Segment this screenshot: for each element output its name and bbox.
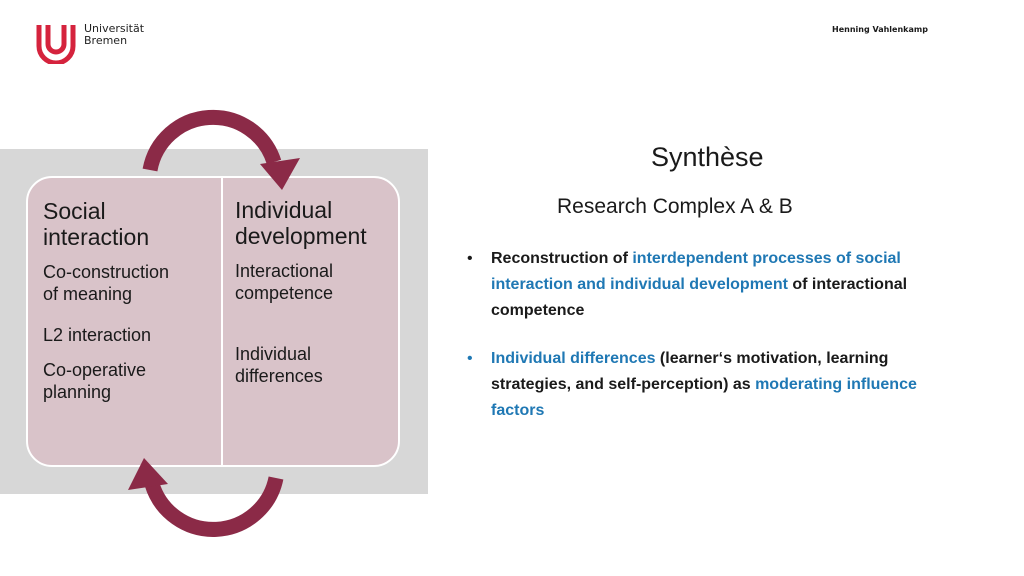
bullet-item: • Individual differences (learner‘s moti… <box>467 346 967 424</box>
right-item: Interactional competence <box>235 260 333 304</box>
university-logo: Universität Bremen <box>36 22 144 64</box>
left-item-line: Co-operative <box>43 360 147 380</box>
right-heading-line: development <box>235 223 367 249</box>
diagram-card <box>26 176 400 467</box>
presenter-name: Henning Vahlenkamp <box>832 25 928 34</box>
right-item-line: Individual <box>235 344 312 364</box>
bullet-segment: (learner‘s motivation, learning strategi… <box>491 350 889 393</box>
diagram-divider <box>221 178 223 466</box>
right-item-line: competence <box>235 283 334 303</box>
left-item: Co-operative planning <box>43 359 146 403</box>
bullet-text: Reconstruction of interdependent process… <box>491 246 967 324</box>
right-heading-line: Individual <box>235 197 333 223</box>
bullet-list: • Reconstruction of interdependent proce… <box>467 246 967 424</box>
slide-title: Synthèse <box>651 142 764 172</box>
right-item-line: Interactional <box>235 261 334 281</box>
left-heading-line: interaction <box>43 224 150 250</box>
left-item-line: Co-construction <box>43 262 170 282</box>
bullet-text: Individual differences (learner‘s motiva… <box>491 346 967 424</box>
bullet-highlight: Individual differences <box>491 350 656 367</box>
left-heading-line: Social <box>43 198 106 224</box>
top-curved-arrow-icon <box>142 109 300 190</box>
left-item: Co-construction of meaning <box>43 261 169 305</box>
bullet-dot: • <box>467 350 473 367</box>
bullet-segment: Reconstruction of <box>491 250 633 267</box>
left-column-heading: Social interaction <box>43 198 149 250</box>
bullet-highlight: moderating influence factors <box>491 376 917 419</box>
logo-line-2: Bremen <box>84 34 128 47</box>
left-item-line: of meaning <box>43 284 133 304</box>
bullet-item: • Reconstruction of interdependent proce… <box>467 246 967 324</box>
right-column-heading: Individual development <box>235 197 367 249</box>
left-item-line: planning <box>43 382 112 402</box>
right-item: Individual differences <box>235 343 323 387</box>
slide-subtitle: Research Complex A & B <box>557 195 793 218</box>
bullet-dot: • <box>467 250 473 267</box>
bullet-highlight: interdependent processes of social inter… <box>491 250 901 293</box>
left-item-line: L2 interaction <box>43 325 152 345</box>
cycle-arrows <box>128 109 300 537</box>
left-item: L2 interaction <box>43 324 151 346</box>
logo-line-1: Universität <box>84 22 145 35</box>
bullet-segment: of interactional competence <box>491 276 908 319</box>
bottom-curved-arrow-icon <box>128 458 284 537</box>
right-item-line: differences <box>235 366 323 386</box>
university-bremen-logo-icon <box>36 25 76 64</box>
